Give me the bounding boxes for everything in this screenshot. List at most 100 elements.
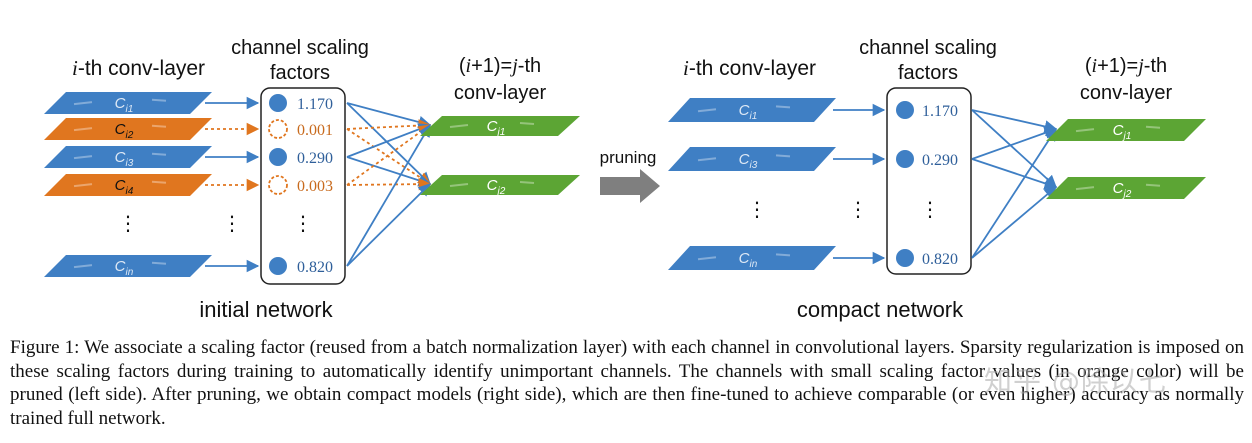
left-ellipsis-arrows: ⋮: [222, 213, 242, 235]
left-ellipsis-channels: ⋮: [118, 213, 138, 235]
left-next-map-j1-shape: [420, 116, 580, 136]
right-feature-map-in-subscript: in: [750, 259, 758, 270]
left-factor-value-i3: 0.290: [297, 150, 333, 167]
pruning-label: pruning: [600, 148, 657, 167]
right-scaling-factor-box: [886, 87, 972, 275]
right-feature-map-in-texture: [697, 253, 791, 261]
left-feature-map-in-shape: [44, 255, 212, 277]
right-factor-circle-i3: [896, 150, 914, 168]
left-scaling-title-1: channel scaling: [231, 37, 369, 59]
left-factor-value-i4: 0.003: [297, 178, 333, 195]
left-conn-i1-j2: [346, 102, 431, 185]
left-feature-map-i1-subscript: i1: [126, 104, 134, 115]
left-feature-map-i1: Ci1: [44, 92, 212, 115]
right-feature-map-i3-subscript: i3: [750, 160, 758, 171]
right-feature-map-in: Cin: [668, 246, 836, 270]
left-ellipsis-factors: ⋮: [293, 213, 313, 235]
right-next-map-j1: Cj1: [1046, 119, 1206, 142]
right-conn-i1-j1: [971, 109, 1058, 133]
left-feature-map-i2: Ci2: [44, 118, 212, 141]
left-conn-i3-j1: [346, 123, 432, 158]
left-conn-i2-j1: [346, 119, 432, 132]
left-conn-in-j2: [346, 183, 431, 267]
left-layer-j-label-1: (i+1)=j-th: [459, 55, 541, 77]
figure-caption: Figure 1: We associate a scaling factor …: [10, 337, 1244, 429]
right-conn-i3-j1: [971, 126, 1058, 160]
left-next-map-j2-texture: [449, 181, 535, 187]
right-ellipsis-factors: ⋮: [920, 199, 940, 221]
compact-network-panel: i-th conv-layer channel scaling factors …: [668, 37, 1206, 322]
left-factor-circle-i3: [269, 148, 287, 166]
watermark: 知乎 @除以七: [984, 365, 1168, 398]
pruning-figure: i-th conv-layer channel scaling factors …: [44, 37, 1206, 322]
right-next-map-j2-texture: [1075, 183, 1161, 191]
left-network-label: initial network: [199, 297, 333, 322]
pruning-arrow: pruning: [600, 148, 660, 203]
left-conn-i2-j2: [346, 128, 432, 185]
left-feature-map-i3-shape: [44, 146, 212, 168]
right-scaling-title-2: factors: [898, 62, 958, 84]
left-feature-map-i4: Ci4: [44, 174, 212, 197]
right-feature-map-in-shape: [668, 246, 836, 270]
left-factor-value-i1: 1.170: [297, 96, 333, 113]
right-factor-circle-in: [896, 249, 914, 267]
right-feature-map-i1-texture: [697, 105, 791, 113]
right-factor-circle-i1: [896, 101, 914, 119]
left-factor-circle-i1: [269, 94, 287, 112]
left-layer-j-label-2: conv-layer: [454, 82, 547, 104]
left-feature-map-i3-subscript: i3: [126, 158, 134, 169]
right-factor-value-i1: 1.170: [922, 103, 958, 120]
right-conn-i3-j2: [971, 158, 1058, 190]
left-conn-i3-j2: [346, 156, 432, 187]
right-next-map-j2-subscript: j2: [1122, 189, 1132, 200]
right-layer-j-label-2: conv-layer: [1080, 82, 1173, 104]
pruning-arrow-shape: [600, 169, 660, 203]
right-feature-map-i3-shape: [668, 147, 836, 171]
left-feature-map-i2-shape: [44, 118, 212, 140]
left-factor-circle-i2: [268, 119, 288, 139]
left-factor-value-i2: 0.001: [297, 122, 333, 139]
right-conn-in-j2: [971, 186, 1057, 259]
left-feature-map-i4-texture: [73, 180, 167, 188]
right-feature-map-i3-texture: [697, 154, 791, 162]
left-feature-map-i2-texture: [73, 124, 167, 132]
left-feature-map-i3: Ci3: [44, 146, 212, 169]
left-feature-map-i4-subscript: i4: [126, 186, 134, 197]
right-ellipsis-arrows: ⋮: [848, 199, 868, 221]
right-scaling-title-1: channel scaling: [859, 37, 997, 59]
left-layer-i-label: i-th conv-layer: [72, 56, 205, 80]
right-next-map-j1-texture: [1075, 125, 1161, 133]
right-network-label: compact network: [797, 297, 964, 322]
right-next-map-j2-shape: [1046, 177, 1206, 199]
right-ellipsis-channels: ⋮: [747, 199, 767, 221]
left-feature-map-i3-texture: [73, 152, 167, 160]
left-factor-value-in: 0.820: [297, 259, 333, 276]
left-factor-circle-i4: [268, 175, 288, 195]
left-feature-map-in: Cin: [44, 255, 212, 278]
right-feature-map-i1: Ci1: [668, 98, 836, 122]
left-scaling-factor-box: [260, 87, 346, 285]
initial-network-panel: i-th conv-layer channel scaling factors …: [44, 37, 580, 322]
left-feature-map-i2-subscript: i2: [126, 130, 134, 141]
left-conn-in-j1: [346, 123, 431, 267]
right-feature-map-i3: Ci3: [668, 147, 836, 171]
left-conn-i4-j1: [346, 124, 432, 186]
left-factor-circle-in: [269, 257, 287, 275]
right-feature-map-i1-shape: [668, 98, 836, 122]
right-factor-value-i3: 0.290: [922, 152, 958, 169]
right-next-map-j1-shape: [1046, 119, 1206, 141]
right-layer-i-label: i-th conv-layer: [683, 56, 816, 80]
right-next-map-j2: Cj2: [1046, 177, 1206, 200]
right-conn-i1-j2: [971, 109, 1057, 188]
right-conn-in-j1: [971, 127, 1057, 259]
right-next-map-j1-subscript: j1: [1122, 131, 1132, 142]
left-conn-i1-j1: [346, 102, 432, 129]
left-feature-map-in-subscript: in: [126, 267, 134, 278]
left-conn-i4-j2: [346, 177, 432, 191]
left-next-map-j2-subscript: j2: [496, 186, 506, 197]
right-factor-value-in: 0.820: [922, 251, 958, 268]
